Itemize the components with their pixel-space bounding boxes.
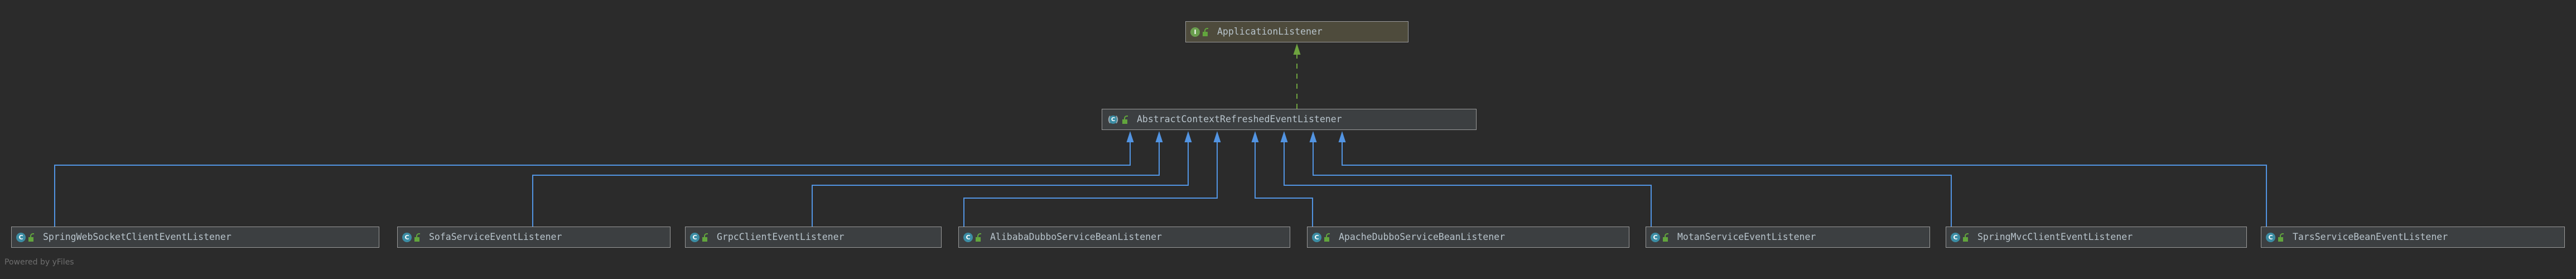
class-icon: C <box>1951 232 1960 242</box>
node-abstract-context-refreshed-event-listener[interactable]: (C) AbstractContextRefreshedEventListener <box>1102 109 1477 130</box>
unlock-icon <box>414 233 422 242</box>
node-label: SpringWebSocketClientEventListener <box>43 231 231 242</box>
edge-inheritance-spring-mvc-client-event-listener <box>1313 142 1952 227</box>
node-icons: (C) <box>1107 114 1130 124</box>
unlock-icon <box>1122 115 1130 124</box>
unlock-icon <box>1963 233 1970 242</box>
edge-inheritance-sofa-service-event-listener <box>532 142 1160 227</box>
edge-inheritance-grpc-client-event-listener <box>812 142 1189 227</box>
node-apache-dubbo-service-bean-listener[interactable]: C ApacheDubboServiceBeanListener <box>1307 227 1629 248</box>
node-icons: C <box>2266 232 2285 242</box>
node-label: GrpcClientEventListener <box>717 231 845 242</box>
edge-inheritance-motan-service-event-listener <box>1284 142 1652 227</box>
edge-arrowhead-apache-dubbo-service-bean-listener <box>1251 131 1259 142</box>
class-icon: C <box>1312 232 1321 242</box>
edge-arrowhead-spring-websocket-client-event-listener <box>1126 131 1134 142</box>
edge-arrowhead-spring-mvc-client-event-listener <box>1309 131 1317 142</box>
node-label: SofaServiceEventListener <box>429 231 562 242</box>
node-icons: C <box>1651 232 1670 242</box>
node-label: TarsServiceBeanEventListener <box>2293 231 2448 242</box>
edge-inheritance-spring-websocket-client-event-listener <box>54 142 1131 227</box>
unlock-icon <box>702 233 710 242</box>
node-label: MotanServiceEventListener <box>1677 231 1816 242</box>
class-icon: C <box>963 232 973 242</box>
interface-icon: I <box>1190 27 1200 37</box>
node-motan-service-event-listener[interactable]: C MotanServiceEventListener <box>1646 227 1930 248</box>
node-label: ApacheDubboServiceBeanListener <box>1339 231 1506 242</box>
abstract-class-icon: (C) <box>1107 114 1120 124</box>
node-icons: C <box>402 232 422 242</box>
unlock-icon <box>1663 233 1670 242</box>
node-label: AlibabaDubboServiceBeanListener <box>990 231 1162 242</box>
unlock-icon <box>28 233 36 242</box>
class-icon: C <box>690 232 700 242</box>
edge-inheritance-alibaba-dubbo-service-bean-listener <box>963 142 1218 227</box>
node-icons: C <box>16 232 36 242</box>
node-icons: C <box>690 232 710 242</box>
node-icons: C <box>963 232 983 242</box>
node-application-listener[interactable]: I ApplicationListener <box>1185 21 1408 42</box>
node-label: AbstractContextRefreshedEventListener <box>1137 113 1342 124</box>
class-icon: C <box>16 232 26 242</box>
powered-by-credit: Powered by yFiles <box>4 258 74 267</box>
edge-inheritance-apache-dubbo-service-bean-listener <box>1255 142 1313 227</box>
edge-arrowhead-motan-service-event-listener <box>1280 131 1288 142</box>
node-alibaba-dubbo-service-bean-listener[interactable]: C AlibabaDubboServiceBeanListener <box>958 227 1290 248</box>
node-spring-websocket-client-event-listener[interactable]: C SpringWebSocketClientEventListener <box>11 227 379 248</box>
class-icon: C <box>402 232 412 242</box>
edge-arrowhead-tars-service-bean-event-listener <box>1338 131 1346 142</box>
node-label: ApplicationListener <box>1217 26 1323 37</box>
unlock-icon <box>2278 233 2285 242</box>
node-spring-mvc-client-event-listener[interactable]: C SpringMvcClientEventListener <box>1946 227 2247 248</box>
unlock-icon <box>1324 233 1332 242</box>
node-label: SpringMvcClientEventListener <box>1977 231 2133 242</box>
edge-inheritance-tars-service-bean-event-listener <box>1342 142 2267 227</box>
node-grpc-client-event-listener[interactable]: C GrpcClientEventListener <box>685 227 942 248</box>
node-icons: C <box>1951 232 1970 242</box>
unlock-icon <box>1203 27 1210 36</box>
node-icons: I <box>1190 27 1210 37</box>
edge-arrowhead-grpc-client-event-listener <box>1184 131 1192 142</box>
node-tars-service-bean-event-listener[interactable]: C TarsServiceBeanEventListener <box>2261 227 2565 248</box>
class-icon: C <box>1651 232 1660 242</box>
class-icon: C <box>2266 232 2275 242</box>
node-sofa-service-event-listener[interactable]: C SofaServiceEventListener <box>397 227 670 248</box>
unlock-icon <box>976 233 983 242</box>
edge-arrowhead-alibaba-dubbo-service-bean-listener <box>1213 131 1221 142</box>
node-icons: C <box>1312 232 1332 242</box>
edge-arrowhead-sofa-service-event-listener <box>1155 131 1163 142</box>
edge-arrowhead-realization <box>1293 44 1301 55</box>
